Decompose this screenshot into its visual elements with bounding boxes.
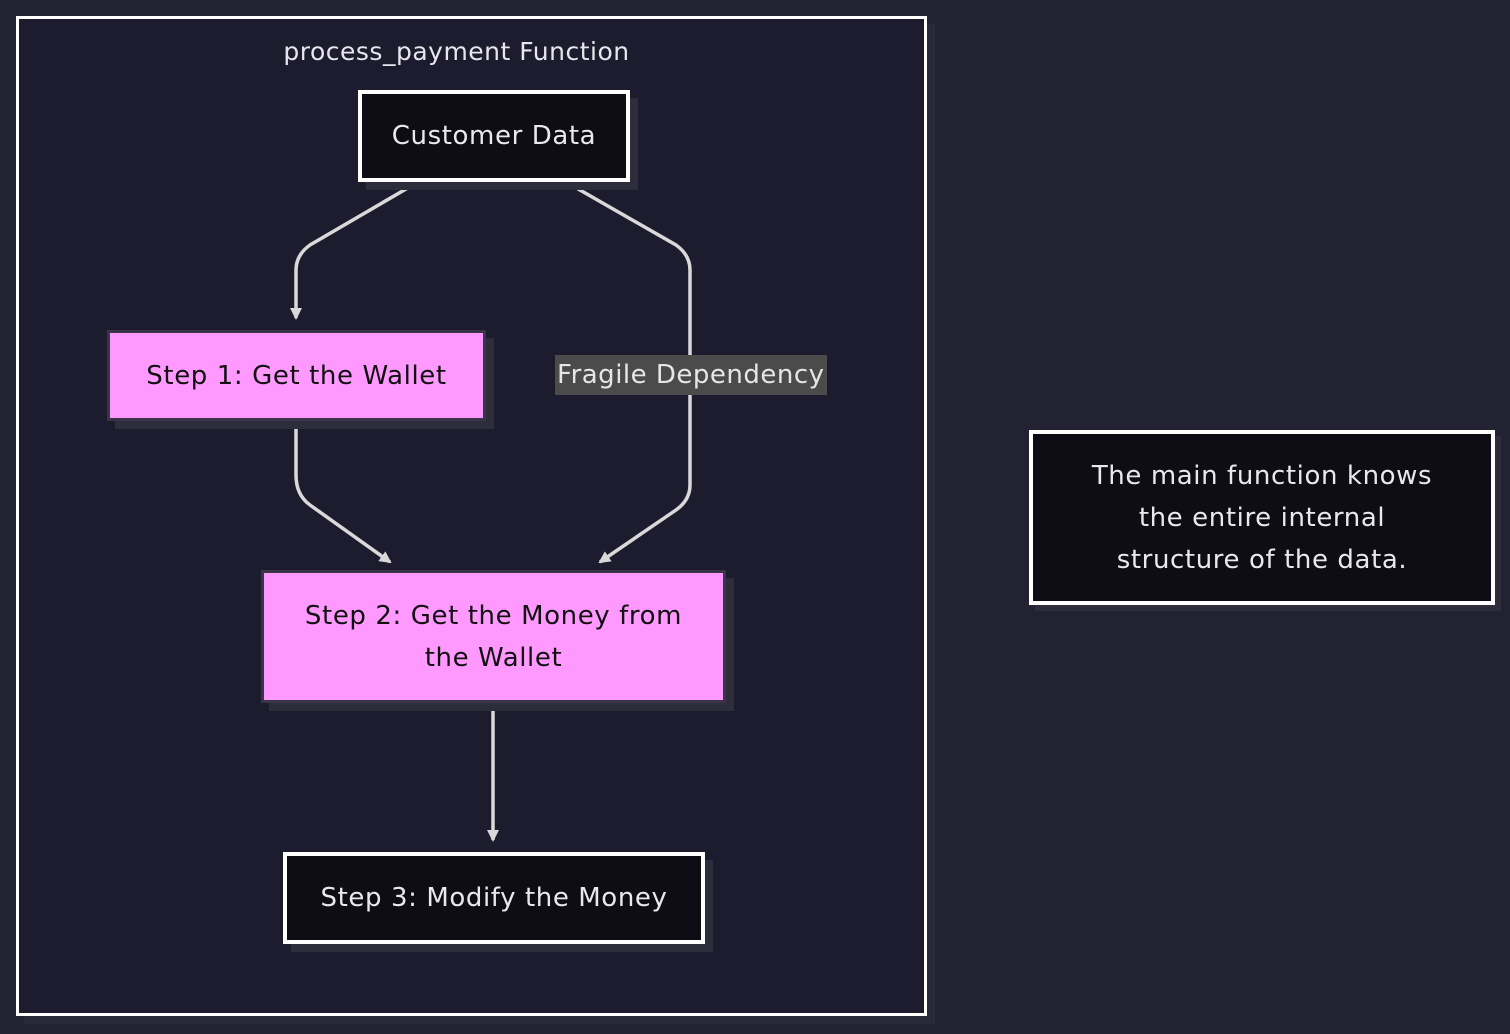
note-box: The main function knows the entire inter… bbox=[1029, 430, 1495, 605]
subgraph-title: process_payment Function bbox=[283, 37, 630, 66]
node-step3-label: Step 3: Modify the Money bbox=[320, 883, 668, 913]
node-step3-modify-money[interactable]: Step 3: Modify the Money bbox=[283, 852, 705, 944]
node-step1-get-wallet[interactable]: Step 1: Get the Wallet bbox=[107, 330, 486, 421]
subgraph-process-payment: process_payment Function bbox=[16, 16, 927, 1016]
edge-label-fragile-dependency: Fragile Dependency bbox=[555, 355, 827, 395]
node-customer-data[interactable]: Customer Data bbox=[358, 90, 630, 182]
note-text: The main function knows the entire inter… bbox=[1091, 460, 1433, 575]
node-step1-label: Step 1: Get the Wallet bbox=[146, 360, 447, 391]
edge-step1-to-step2 bbox=[294, 422, 392, 564]
node-step2-get-money[interactable]: Step 2: Get the Money from the Wallet bbox=[261, 570, 726, 703]
node-step2-label: Step 2: Get the Money from the Wallet bbox=[304, 600, 683, 673]
node-customer-data-label: Customer Data bbox=[391, 121, 597, 151]
edge-customer-to-step1 bbox=[290, 180, 419, 320]
